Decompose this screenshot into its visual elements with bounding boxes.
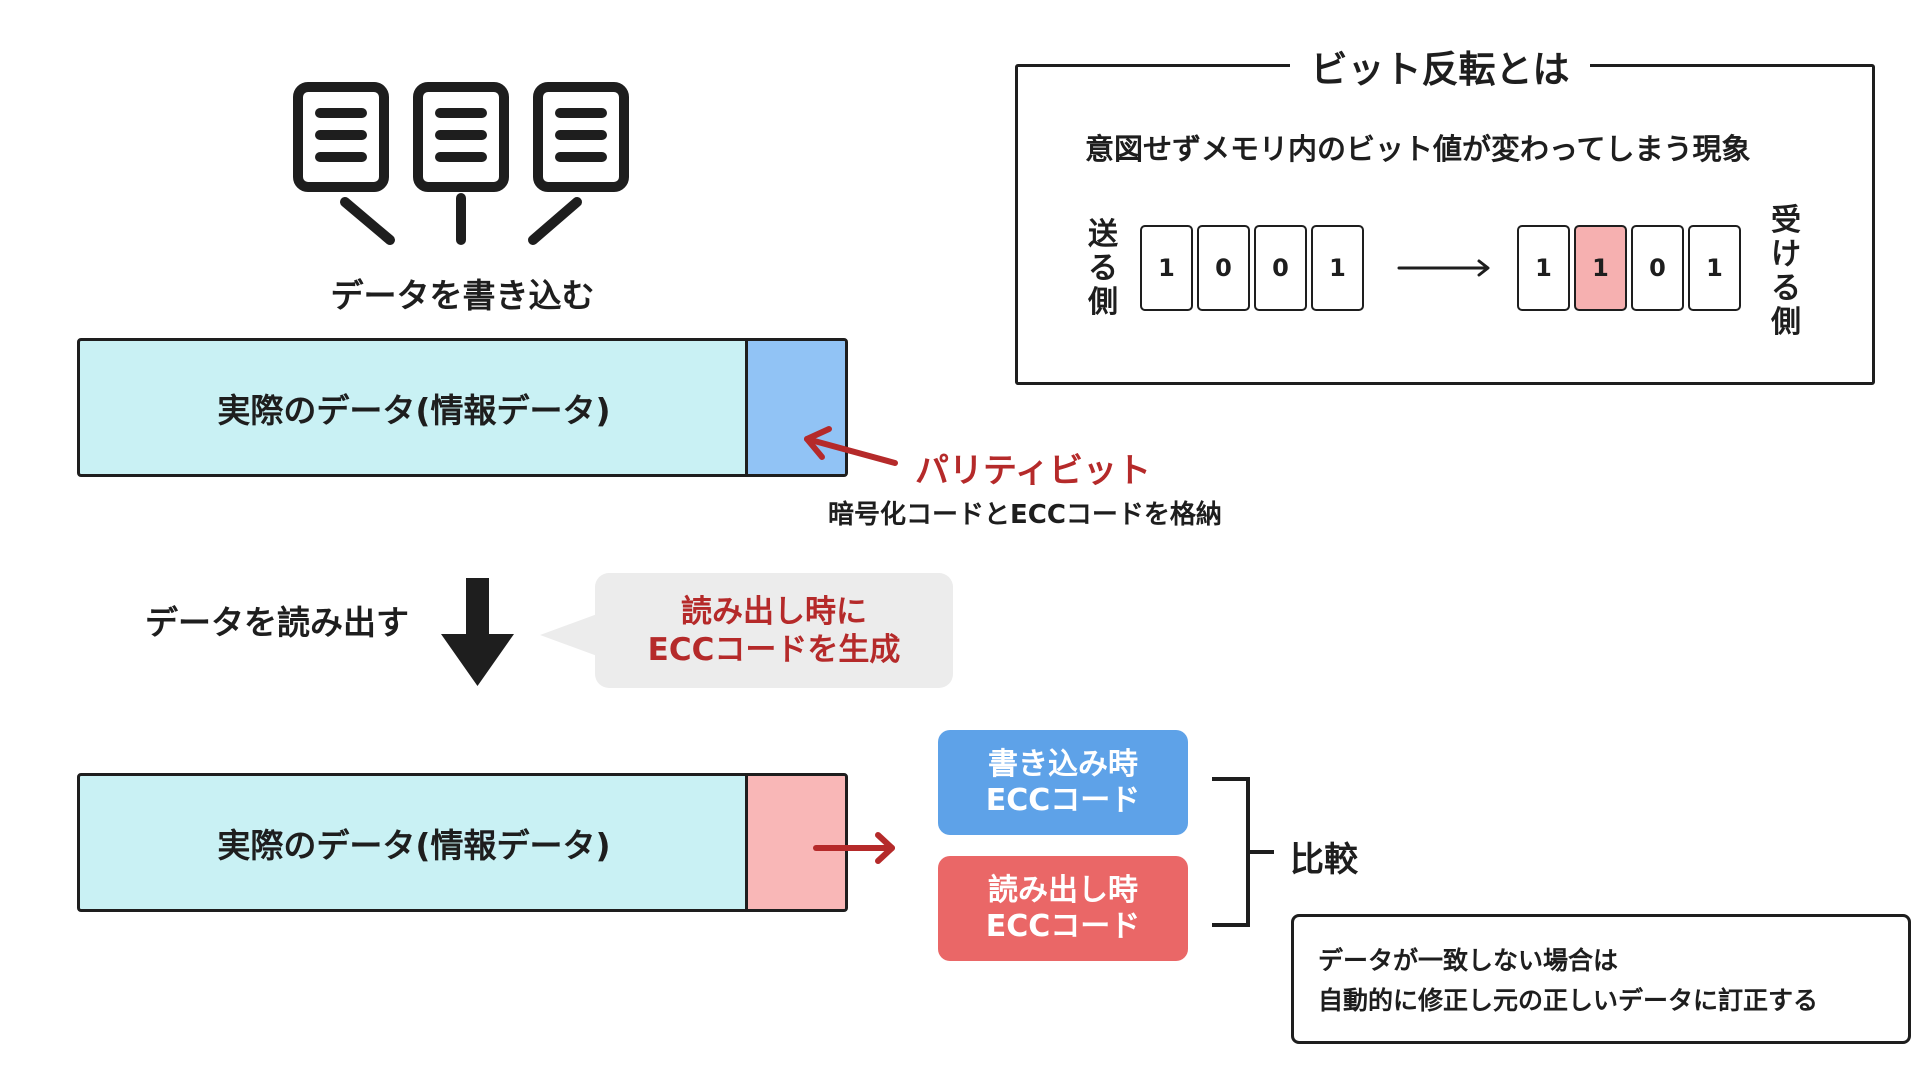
write-label: データを書き込む — [330, 276, 595, 315]
compare-bracket — [1212, 777, 1274, 927]
callout-text: 読み出し時に ECCコードを生成 — [595, 576, 953, 686]
parity-title: パリティビット — [915, 451, 1151, 491]
documents-icon — [293, 82, 629, 245]
callout-line1: 読み出し時に — [681, 594, 867, 630]
ecc-box-read-line2: ECCコード — [985, 908, 1141, 944]
received-bit-3: 1 — [1688, 225, 1741, 311]
bitflip-title: ビット反転とは — [1290, 42, 1590, 91]
received-bit-2: 0 — [1631, 225, 1684, 311]
data-bar-read-label: 実際のデータ(情報データ) — [217, 825, 611, 865]
result-box: データが一致しない場合は 自動的に修正し元の正しいデータに訂正する — [1291, 914, 1911, 1044]
down-arrow-icon — [441, 578, 514, 686]
callout-line2: ECCコードを生成 — [647, 632, 901, 668]
data-bar-write-label: 実際のデータ(情報データ) — [217, 390, 611, 430]
ecc-box-write-line1: 書き込み時 — [988, 746, 1138, 782]
parity-subtitle: 暗号化コードとECCコードを格納 — [828, 500, 1222, 530]
parity-cell-write — [745, 341, 845, 474]
received-bit-0: 1 — [1517, 225, 1570, 311]
data-bar-write: 実際のデータ(情報データ) — [77, 338, 848, 477]
sent-bit-3: 1 — [1311, 225, 1364, 311]
receiver-label: 受ける側 — [1771, 203, 1801, 340]
ecc-box-write: 書き込み時 ECCコード — [938, 730, 1188, 835]
result-line2: 自動的に修正し元の正しいデータに訂正する — [1318, 986, 1819, 1015]
compare-arrow — [813, 832, 895, 864]
result-line1: データが一致しない場合は — [1318, 946, 1619, 975]
compare-label: 比較 — [1290, 840, 1358, 880]
parity-cell-read — [745, 776, 845, 909]
bitflip-description: 意図せずメモリ内のビット値が変わってしまう現象 — [1085, 132, 1751, 166]
ecc-box-read: 読み出し時 ECCコード — [938, 856, 1188, 961]
ecc-box-read-line1: 読み出し時 — [988, 872, 1138, 908]
sent-bit-2: 0 — [1254, 225, 1307, 311]
sent-bit-0: 1 — [1140, 225, 1193, 311]
callout-bubble — [540, 573, 953, 688]
bit-transfer-arrow — [1397, 259, 1490, 277]
data-bar-read: 実際のデータ(情報データ) — [77, 773, 848, 912]
parity-arrow — [804, 426, 898, 466]
read-label: データを読み出す — [145, 603, 409, 642]
sender-label: 送る側 — [1088, 217, 1118, 320]
ecc-box-write-line2: ECCコード — [985, 782, 1141, 818]
received-bit-1: 1 — [1574, 225, 1627, 311]
sent-bit-1: 0 — [1197, 225, 1250, 311]
